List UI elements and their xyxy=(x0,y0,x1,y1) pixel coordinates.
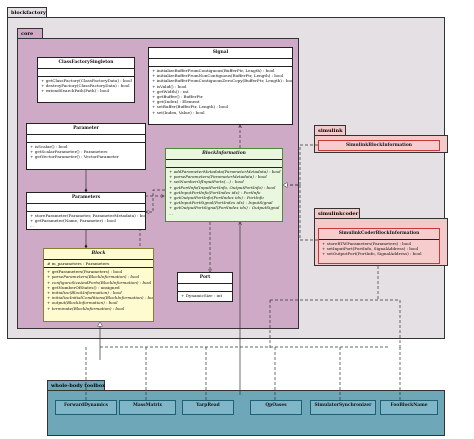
method-row: + setOutputPort(PortInfo, SignalAddress)… xyxy=(322,251,422,257)
method-row: + setNumberOfInputPorts(...) : bool xyxy=(169,179,244,185)
signal-title: Signal xyxy=(149,48,292,59)
wbt-block-label: QpOases xyxy=(265,403,287,408)
simulink-coder-block-information-title: SimulinkCoderBlockInformation xyxy=(319,229,439,240)
method-row: + get(Index) : Element xyxy=(152,99,200,105)
simulink-block-information-title: SimulinkBlockInformation xyxy=(346,143,412,148)
method-row: + extendSearchPath(Path) : bool xyxy=(41,88,109,94)
method-row: + getClassFactory(ClassFactoryData) : bo… xyxy=(41,78,132,83)
block-class: Block # m_parameters : Parameters + getP… xyxy=(43,248,154,322)
method-row: ... xyxy=(30,223,34,229)
method-row: + getParameters(Parameters) : bool xyxy=(47,269,123,275)
wbt-block-label: YarpRead xyxy=(196,403,220,408)
signal-methods: + initializeBufferFromContiguous(BufferP… xyxy=(149,67,292,116)
method-row: + initialize(BlockInformation) : bool xyxy=(47,290,122,296)
parameter-attributes xyxy=(27,135,145,143)
method-row: + getOutputPortInfo(PortIndex idx) : Por… xyxy=(169,195,264,201)
method-row: + parseParameters(ParameterMetadata) : b… xyxy=(169,174,267,180)
method-row: + setInputPort(PortInfo, SignalAddress) … xyxy=(322,246,419,252)
parameter-class: Parameter + isScalar() : bool + getScala… xyxy=(26,123,146,170)
method-row: + getNumberOfStates() : unsigned xyxy=(47,284,120,290)
method-row: + set(Index, Value) : bool xyxy=(152,109,205,115)
method-row: + getInputPortInfo(PortIndex idx) : Port… xyxy=(169,189,261,195)
block-information-methods: + addParameterMetadata(ParameterMetadata… xyxy=(166,168,282,217)
wbt-package-tab: whole-body toolbox xyxy=(47,380,105,390)
method-row: + getScalarParameter() : Parameters xyxy=(30,149,108,155)
method-row: + configureSizeAndPorts(BlockInformation… xyxy=(47,279,152,285)
wbt-block-label: FooBlockName xyxy=(390,403,428,408)
method-row: + getWidth() : int xyxy=(152,88,189,94)
port-title: Port xyxy=(178,273,232,284)
port-class: Port + DynamicSize : int xyxy=(177,272,233,302)
simulinkcoder-package-tab: simulinkcoder xyxy=(314,208,360,218)
method-row: + isValid() : bool xyxy=(152,83,187,89)
signal-class: Signal + initializeBufferFromContiguous(… xyxy=(148,47,293,125)
method-row: + parseParameters(BlockInformation) : bo… xyxy=(47,274,140,280)
block-information-attributes xyxy=(166,160,282,168)
method-row: + getPortInfo(InputPortInfo, OutputPortI… xyxy=(169,184,276,190)
class-factory-singleton-class: ClassFactorySingleton + getClassFactory(… xyxy=(37,57,135,103)
parameter-methods: + isScalar() : bool + getScalarParameter… xyxy=(27,143,145,161)
simulink-package-tab: simulink xyxy=(314,125,346,135)
block-information-title: BlockInformation xyxy=(166,149,282,160)
class-factory-singleton-attributes xyxy=(38,69,134,77)
class-factory-singleton-methods: + getClassFactory(ClassFactoryData) : bo… xyxy=(38,77,134,95)
method-row: + initializeBufferFromContiguous(BufferP… xyxy=(152,68,275,73)
method-row: + getBuffer() : BufferPtr xyxy=(152,94,203,100)
parameters-title: Parameters xyxy=(27,193,145,204)
wbt-block-mass-matrix: MassMatrix xyxy=(119,400,176,415)
parameter-title: Parameter xyxy=(27,124,145,135)
wbt-block-qp-oases: QpOases xyxy=(250,400,302,415)
signal-attributes xyxy=(149,59,292,67)
port-attributes: + DynamicSize : int xyxy=(178,292,232,299)
method-row: + getInputPortSignal(PortIndex idx) : In… xyxy=(169,200,273,206)
simulink-block-information-class: SimulinkBlockInformation xyxy=(318,140,440,151)
method-row: ... xyxy=(169,210,173,216)
wbt-block-label: ForwardDynamics xyxy=(64,403,108,408)
block-attributes: # m_parameters : Parameters xyxy=(44,260,153,269)
method-row: + terminate(BlockInformation) : bool xyxy=(47,305,125,311)
blockfactory-package-tab: blockfactory xyxy=(7,7,47,17)
method-row: + destroyFactory(ClassFactoryData) : boo… xyxy=(41,83,130,89)
wbt-block-yarp-read: YarpRead xyxy=(182,400,234,415)
attribute-row: # m_parameters : Parameters xyxy=(47,261,110,266)
method-row: + getParameter(Name, Parameter) : bool xyxy=(30,218,116,224)
method-row: + initializeInitialConditions(BlockInfor… xyxy=(47,295,154,301)
attribute-row: + DynamicSize : int xyxy=(181,293,223,298)
wbt-block-forward-dynamics: ForwardDynamics xyxy=(55,400,117,415)
method-row: + getVectorParameter() : VectorParameter xyxy=(30,154,119,160)
parameters-class: Parameters + storeParameter(Parameter, P… xyxy=(26,192,146,230)
wbt-block-label: SimulatorSynchronizer xyxy=(314,403,372,408)
method-row: + setBuffer(BufferPtr, Length) : bool xyxy=(152,104,228,110)
method-row: + isScalar() : bool xyxy=(30,144,68,149)
block-title: Block xyxy=(44,249,153,260)
parameters-methods: + storeParameter(Parameter, ParameterMet… xyxy=(27,212,146,229)
method-row: + storeParameter(Parameter, ParameterMet… xyxy=(30,213,146,218)
method-row: + storeRTWParameters(Parameters) : bool xyxy=(322,241,411,246)
core-package-tab: core xyxy=(17,28,43,38)
block-methods: + getParameters(Parameters) : bool + par… xyxy=(44,268,153,312)
wbt-block-simulator-synchronizer: SimulatorSynchronizer xyxy=(310,400,376,415)
parameters-attributes xyxy=(27,204,145,212)
method-row: + initializeBufferFromNonContiguous(Buff… xyxy=(152,73,284,79)
method-row: + initializeBufferFromContiguousZeroCopy… xyxy=(152,78,293,84)
method-row: + getOutputPortSignal(PortIndex idx) : O… xyxy=(169,205,280,211)
method-row: + output(BlockInformation) : bool xyxy=(47,300,118,306)
block-information-class: BlockInformation + addParameterMetadata(… xyxy=(165,148,283,222)
class-factory-singleton-title: ClassFactorySingleton xyxy=(38,58,134,69)
method-row: + addParameterMetadata(ParameterMetadata… xyxy=(169,169,281,174)
port-spacer xyxy=(178,284,232,292)
simulink-coder-block-information-class: SimulinkCoderBlockInformation + storeRTW… xyxy=(318,228,440,264)
simulink-coder-block-information-methods: + storeRTWParameters(Parameters) : bool … xyxy=(319,240,439,258)
wbt-block-label: MassMatrix xyxy=(133,403,162,408)
wbt-block-foo-block-name: FooBlockName xyxy=(380,400,438,415)
